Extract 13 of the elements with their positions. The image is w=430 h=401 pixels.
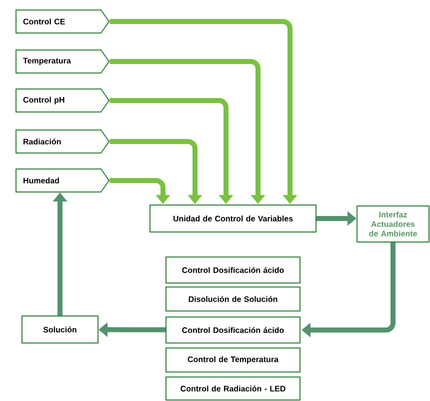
input-tag: Radiación <box>16 130 110 154</box>
process-box: Control de Temperatura <box>166 348 300 372</box>
process-box: Solución <box>22 316 98 344</box>
input-tag: Control CE <box>16 10 110 34</box>
input-tag: Control pH <box>16 88 110 112</box>
input-tag: Humedad <box>16 168 110 192</box>
input-tag: Temperatura <box>16 50 110 74</box>
process-box: Interfaz Actuadores de Ambiente <box>356 206 430 242</box>
process-box: Control de Radiación - LED <box>166 376 300 400</box>
process-box: Disolución de Solución <box>166 286 300 312</box>
process-box: Control Dosificación ácido <box>166 256 300 284</box>
process-box: Unidad de Control de Variables <box>150 204 316 232</box>
process-box: Control Dosificación ácido <box>166 316 300 344</box>
